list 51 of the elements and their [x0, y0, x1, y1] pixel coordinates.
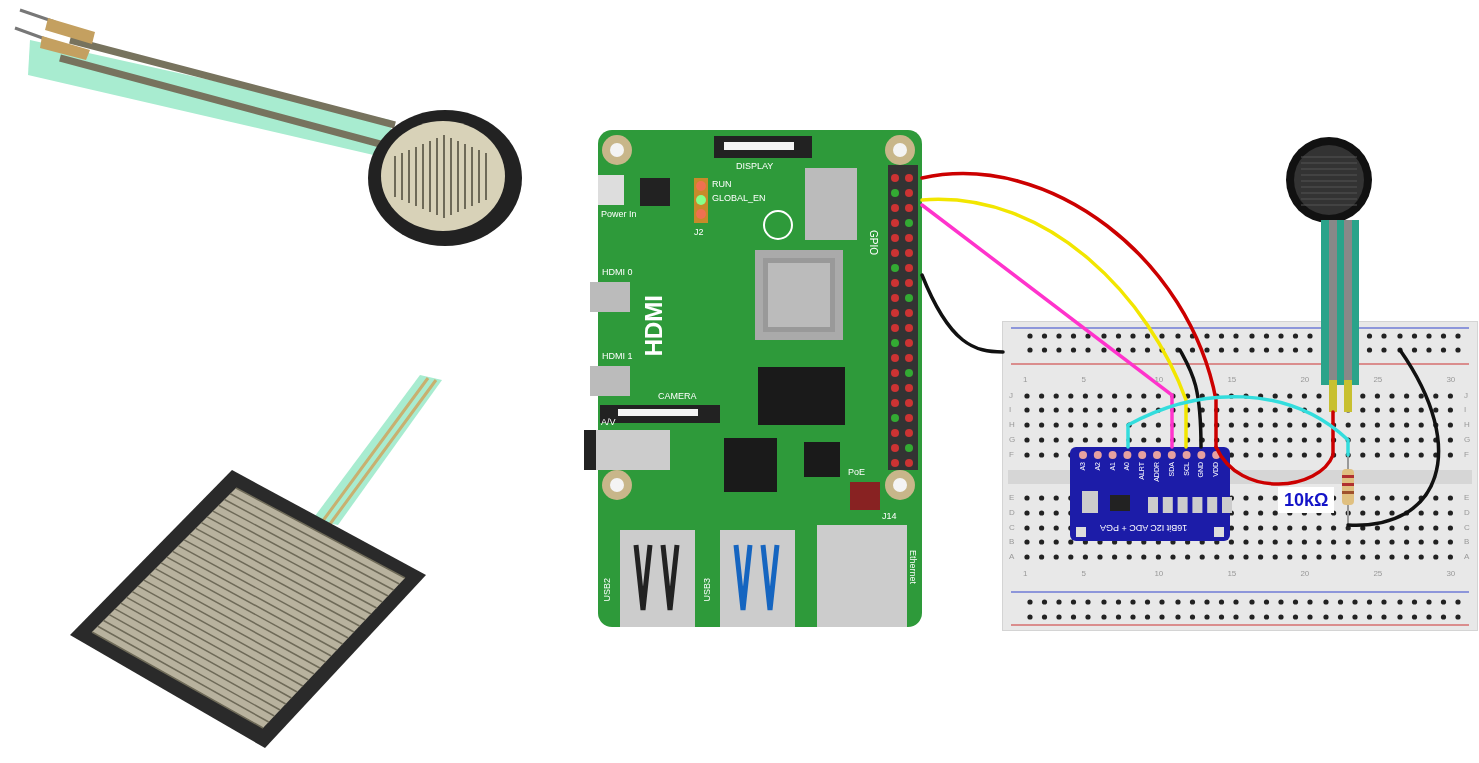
- board-label: GLOBAL_EN: [712, 194, 766, 203]
- breadboard-label: D: [1464, 509, 1470, 517]
- board-label: J14: [882, 512, 897, 521]
- board-label: GPIO: [868, 230, 878, 255]
- breadboard-label: 5: [1081, 570, 1086, 578]
- breadboard-label: F: [1009, 451, 1014, 459]
- board-label: Ethernet: [908, 550, 917, 585]
- resistor-value-label: 10kΩ: [1278, 487, 1335, 513]
- breadboard-label: 15: [1227, 376, 1237, 384]
- board-label: HDMI 0: [602, 268, 633, 277]
- wire: [1126, 395, 1350, 457]
- breadboard-label: 1: [1023, 376, 1028, 384]
- wire: [1346, 348, 1440, 527]
- wire: [920, 172, 1218, 449]
- breadboard-label: H: [1464, 421, 1470, 429]
- breadboard-label: 1: [1023, 570, 1028, 578]
- breadboard-label: B: [1464, 538, 1470, 546]
- wire: [1214, 410, 1335, 486]
- module-label: 16Bit I2C ADC + PGA: [1100, 523, 1188, 532]
- force-sensor: [1285, 135, 1373, 412]
- board-label: DISPLAY: [736, 162, 774, 171]
- breadboard-label: A: [1464, 553, 1470, 561]
- board-label: USB3: [703, 578, 712, 602]
- breadboard-label: 20: [1300, 376, 1310, 384]
- breadboard-label: B: [1009, 538, 1015, 546]
- board-label: Power In: [601, 210, 637, 219]
- board-label: HDMI: [642, 295, 666, 357]
- breadboard-label: 10: [1154, 570, 1164, 578]
- board-label: USB2: [603, 578, 612, 602]
- breadboard-label: 5: [1081, 376, 1086, 384]
- board-label: CAMERA: [658, 392, 697, 401]
- breadboard-label: F: [1464, 451, 1469, 459]
- breadboard-label: 10: [1154, 376, 1164, 384]
- breadboard-label: 30: [1446, 376, 1456, 384]
- wire: [920, 273, 1005, 354]
- board-label: A/V: [601, 418, 616, 427]
- breadboard-label: D: [1009, 509, 1015, 517]
- breadboard-label: 30: [1446, 570, 1456, 578]
- board-label: RUN: [712, 180, 732, 189]
- wire: [1178, 348, 1203, 449]
- resistor: [1340, 455, 1356, 525]
- board-label: PoE: [848, 468, 865, 477]
- breadboard-label: E: [1464, 494, 1470, 502]
- board-label: J2: [694, 228, 704, 237]
- breadboard-label: 20: [1300, 570, 1310, 578]
- breadboard-label: 15: [1227, 570, 1237, 578]
- board-label: HDMI 1: [602, 352, 633, 361]
- breadboard-label: H: [1009, 421, 1015, 429]
- breadboard-label: 25: [1373, 570, 1383, 578]
- breadboard-label: E: [1009, 494, 1015, 502]
- breadboard-label: A: [1009, 553, 1015, 561]
